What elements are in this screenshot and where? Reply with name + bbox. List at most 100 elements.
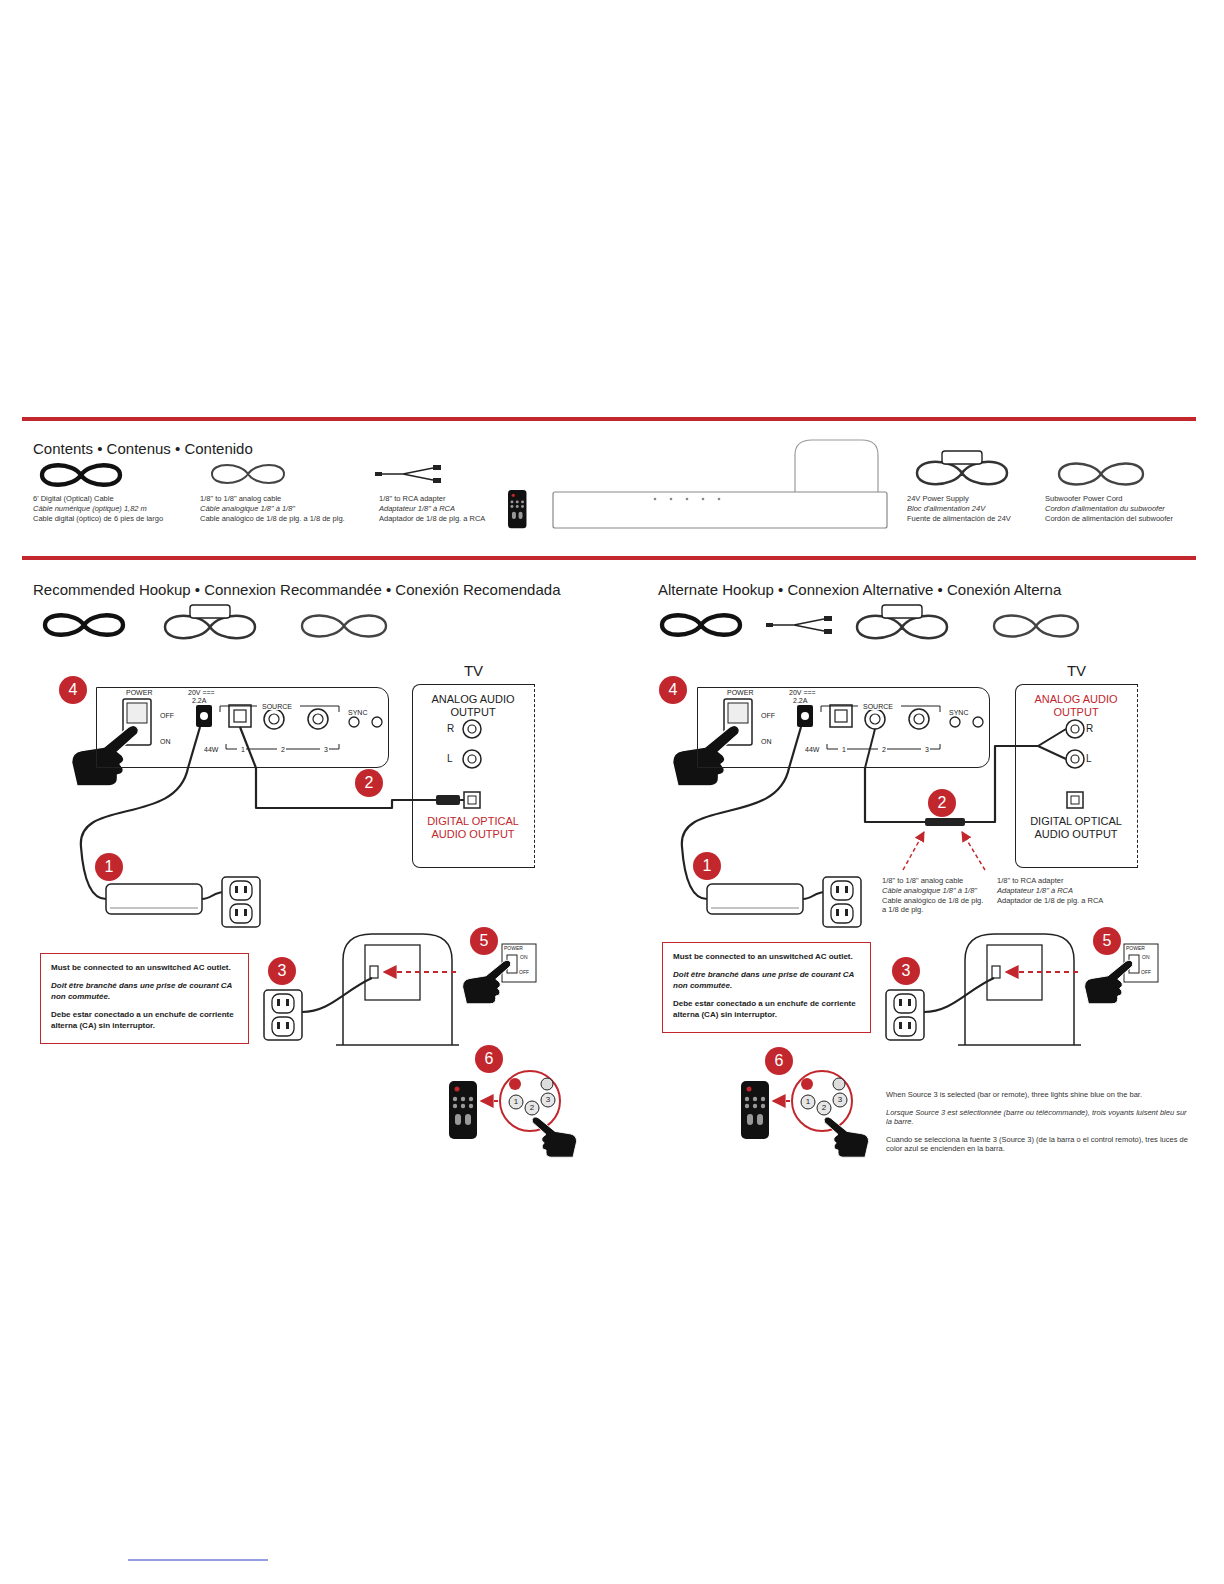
optical-port bbox=[1067, 792, 1083, 808]
wall-outlet bbox=[264, 990, 302, 1040]
panel-label: SOURCE bbox=[261, 703, 293, 710]
rca-jack bbox=[463, 720, 481, 738]
caption-label: Cable analógico de 1/8 de plg. a 1/8 de … bbox=[200, 514, 376, 523]
outlet-face bbox=[894, 1017, 916, 1036]
optical-port-inner bbox=[835, 710, 847, 722]
remote-rocker bbox=[757, 1114, 763, 1125]
remote-button bbox=[753, 1097, 757, 1101]
callout-number: 2 bbox=[928, 789, 956, 817]
callout-number: 3 bbox=[892, 957, 920, 985]
remote-zoom bbox=[792, 1071, 852, 1131]
panel-label: 44W bbox=[203, 746, 219, 753]
optical-port bbox=[229, 705, 251, 727]
callout-text: 4 bbox=[669, 682, 678, 698]
outlet-face bbox=[831, 881, 853, 900]
caption-label: 1/8" to 1/8" analog cable bbox=[882, 876, 986, 885]
coiled-cable bbox=[45, 615, 123, 635]
callout-text: 2 bbox=[938, 795, 947, 811]
soundbar-light bbox=[670, 498, 673, 501]
callout-number: 2 bbox=[355, 769, 383, 797]
caption-label: R bbox=[1086, 723, 1098, 735]
rca-jack-inner bbox=[1071, 725, 1079, 733]
panel-label: SOURCE bbox=[862, 703, 894, 710]
callout-text: 5 bbox=[1103, 933, 1112, 949]
remote-button bbox=[511, 505, 514, 508]
coiled-cable bbox=[165, 616, 255, 639]
callout-number: 4 bbox=[59, 676, 87, 704]
optical-port-inner bbox=[468, 796, 476, 804]
power-cord bbox=[803, 892, 825, 899]
caption-label: 2 bbox=[527, 1103, 537, 1113]
outlet-slot bbox=[286, 999, 289, 1006]
panel-label: OFF bbox=[159, 712, 175, 719]
coiled-cable bbox=[917, 462, 1007, 485]
caption-label: ON bbox=[1142, 955, 1156, 960]
remote-button bbox=[745, 1097, 749, 1101]
callout-number: 3 bbox=[268, 957, 296, 985]
dashed-arrow bbox=[384, 971, 456, 973]
panel-label: 20V === bbox=[187, 689, 216, 696]
red-rule bbox=[22, 556, 1196, 560]
callout-text: 1 bbox=[703, 858, 712, 874]
tv-panel: TVANALOG AUDIO OUTPUTDIGITAL OPTICAL AUD… bbox=[1015, 684, 1138, 868]
section-heading: Recommended Hookup • Connexion Recommand… bbox=[33, 581, 613, 599]
pointing-hand bbox=[532, 1117, 577, 1157]
panel-label: POWER bbox=[726, 689, 754, 696]
remote-button bbox=[761, 1104, 765, 1108]
rca-adapter bbox=[772, 619, 824, 631]
tv-panel: TVANALOG AUDIO OUTPUTDIGITAL OPTICAL AUD… bbox=[412, 684, 535, 868]
callout-number: 6 bbox=[475, 1045, 503, 1073]
pointing-hand bbox=[1085, 960, 1133, 1004]
remote-zoom bbox=[500, 1071, 560, 1131]
remote-button bbox=[516, 500, 519, 503]
remote-control bbox=[508, 490, 526, 528]
panel-label: ON bbox=[159, 738, 172, 745]
subwoofer-cord bbox=[302, 978, 372, 1012]
tv-heading: TV bbox=[413, 662, 534, 680]
tv-port-label: DIGITAL OPTICAL AUDIO OUTPUT bbox=[1018, 815, 1134, 840]
remote-power-button bbox=[747, 1087, 752, 1092]
switch-rocker bbox=[127, 703, 147, 723]
power-supply-brick bbox=[707, 884, 803, 914]
panel-label: 2.2A bbox=[191, 697, 207, 704]
caption-label: Adaptador de 1/8 de plg. a RCA bbox=[997, 896, 1132, 905]
rca-jack bbox=[1066, 750, 1084, 768]
remote-button bbox=[521, 500, 524, 503]
coiled-cable bbox=[302, 616, 386, 637]
soundbar-back-panel: POWEROFFON20V ===2.2A44WSOURCE123SYNC bbox=[96, 687, 389, 768]
callout-number: 5 bbox=[470, 927, 498, 955]
remote-button bbox=[461, 1104, 465, 1108]
outlet-face bbox=[831, 904, 853, 923]
remote-button bbox=[745, 1104, 749, 1108]
outlet-slot bbox=[235, 909, 238, 916]
callout-number: 1 bbox=[95, 853, 123, 881]
subwoofer bbox=[343, 934, 452, 1045]
outlet-slot bbox=[908, 1022, 911, 1029]
caption-label: L bbox=[1086, 753, 1098, 765]
source-button bbox=[541, 1093, 555, 1107]
optical-cable bbox=[240, 727, 256, 768]
cable-connector bbox=[865, 746, 1015, 822]
sync-led bbox=[349, 717, 359, 727]
panel-label: SYNC bbox=[347, 709, 368, 716]
outlet-slot bbox=[908, 999, 911, 1006]
caption-label: Bloc d'alimentation 24V bbox=[907, 504, 1042, 513]
remote-button bbox=[521, 505, 524, 508]
coiled-cable bbox=[662, 615, 740, 635]
remote-rocker bbox=[519, 512, 523, 519]
caption-label: 3 bbox=[543, 1095, 553, 1105]
remote-button bbox=[453, 1104, 457, 1108]
caption-label: Adaptateur 1/8" à RCA bbox=[379, 504, 501, 513]
caption-label: Câble analogique 1/8" à 1/8" bbox=[200, 504, 376, 513]
dashed-arrow bbox=[903, 832, 924, 870]
sync-led bbox=[372, 717, 382, 727]
panel-label: 1 bbox=[240, 746, 246, 753]
remote-button bbox=[469, 1097, 473, 1101]
panel-label: 44W bbox=[804, 746, 820, 753]
outlet-slot bbox=[235, 886, 238, 893]
sync-led bbox=[950, 717, 960, 727]
dc-jack bbox=[196, 705, 212, 727]
caption-label: 1 bbox=[511, 1097, 521, 1107]
wall-outlet bbox=[222, 877, 260, 927]
tv-heading: TV bbox=[1016, 662, 1137, 680]
